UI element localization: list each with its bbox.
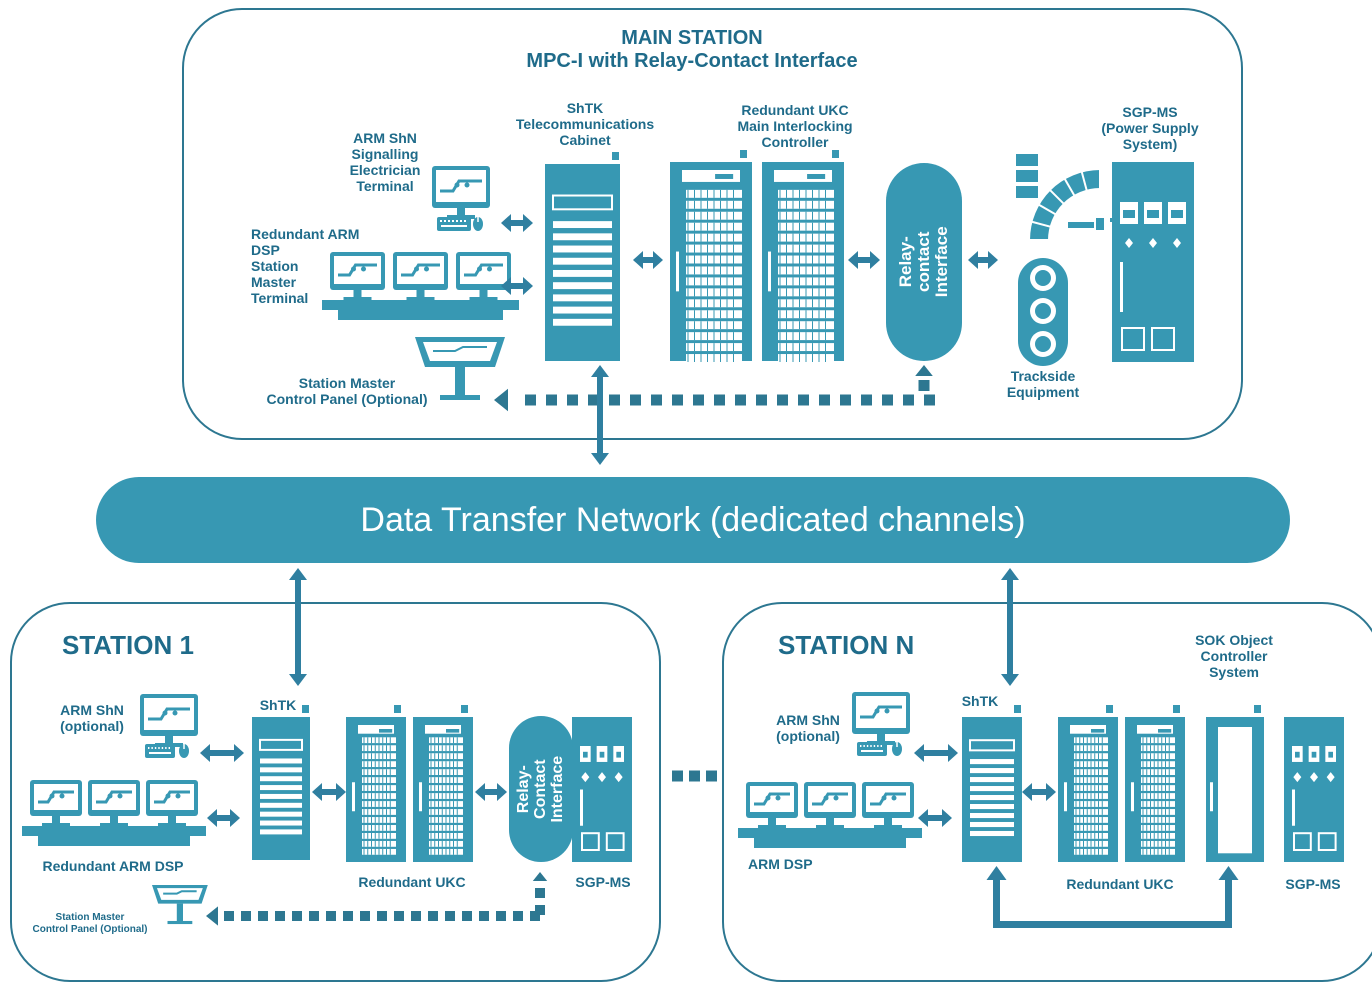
main-arm-shn-monitor-icon	[432, 166, 490, 219]
stationN-arm-shn-label: ARM ShN (optional)	[776, 712, 840, 745]
mouse-icon	[179, 744, 189, 758]
arrow-head	[915, 365, 933, 376]
stationN-shn-arrow	[914, 744, 958, 762]
main-dsp-to-shtk-arrow	[501, 277, 533, 295]
monitor-icon	[393, 252, 448, 301]
main-relay-to-trackside-arrow	[968, 251, 998, 269]
station1-relay-interface: Relay-Contact Interface	[509, 716, 573, 862]
station1-shtk-cabinet-icon	[252, 705, 310, 860]
station1-sgp-label: SGP-MS	[575, 874, 631, 890]
station1-shn-arrow	[200, 744, 244, 762]
monitor-icon	[804, 782, 856, 829]
station1-ukc-a-icon	[346, 705, 406, 862]
main-arm-dsp-icon	[322, 300, 519, 320]
monitor-icon	[330, 252, 385, 301]
stationN-sgp-label: SGP-MS	[1285, 876, 1341, 892]
traffic-light-icon	[1018, 258, 1068, 366]
mouse-icon	[892, 742, 902, 756]
main-arm-shn-label: ARM ShN Signalling Electrician Terminal	[349, 130, 421, 195]
stationN-arm-dsp-label: ARM DSP	[748, 856, 813, 872]
station1-relay-label: Relay-Contact Interface	[514, 755, 566, 823]
keyboard-icon	[437, 217, 471, 231]
stationN-sgp-icon	[1284, 717, 1344, 862]
monitor-icon	[862, 782, 914, 829]
station1-arm-dsp-label: Redundant ARM DSP	[42, 858, 184, 874]
data-transfer-network: Data Transfer Network (dedicated channel…	[96, 477, 1290, 563]
control-panel-icon	[415, 337, 505, 400]
arrow-head	[206, 906, 218, 926]
stationN-ukc-label: Redundant UKC	[1066, 876, 1174, 892]
stationN-shtk-to-ukc-arrow	[1022, 783, 1056, 801]
main-ukc-b-icon	[762, 150, 844, 362]
stationN-sok-label: SOK Object Controller System	[1195, 632, 1273, 681]
main-shtk-label: ShTK Telecommunications Cabinet	[515, 100, 655, 149]
main-sgp-icon	[1112, 162, 1194, 362]
station1-ukc-label: Redundant UKC	[358, 874, 466, 890]
stationN-shtk-cabinet-icon	[962, 705, 1022, 862]
dashed-connection	[918, 380, 930, 391]
network-label: Data Transfer Network (dedicated channel…	[360, 500, 1026, 539]
station1-arm-shn-label: ARM ShN (optional)	[60, 702, 124, 735]
station1-control-panel-label: Station Master Control Panel (Optional)	[32, 912, 148, 935]
monitor-icon	[746, 782, 798, 829]
main-arm-dsp-label: Redundant ARM DSP Station Master Termina…	[251, 226, 360, 307]
monitor-icon	[456, 252, 511, 301]
station1-shtk-to-ukc-arrow	[312, 783, 346, 801]
monitor-icon	[88, 780, 140, 827]
sok-cabinet-icon	[1206, 705, 1264, 862]
stationN-shtk-sok-link	[986, 866, 1239, 928]
main-trackside-label: Trackside Equipment	[1006, 368, 1080, 401]
main-station-frame	[182, 8, 1243, 440]
stationN-ukc-b-icon	[1125, 705, 1185, 862]
stationN-ukc-a-icon	[1058, 705, 1118, 862]
stationN-arm-shn-monitor-icon	[852, 692, 910, 745]
main-ukc-label: Redundant UKC Main Interlocking Controll…	[737, 102, 853, 151]
station1-ukc-b-icon	[413, 705, 473, 862]
main-relay-label: Relay-contact Interface	[896, 226, 951, 298]
station1-shtk-label: ShTK	[259, 697, 297, 713]
main-ukc-to-relay-arrow	[848, 251, 880, 269]
main-sgp-label: SGP-MS (Power Supply System)	[1101, 104, 1199, 153]
stationN-dsp-arrow	[918, 809, 952, 827]
station1-title: STATION 1	[62, 630, 194, 660]
station1-sgp-icon	[572, 717, 632, 862]
main-station-title: MAIN STATION	[621, 27, 763, 49]
main-shtk-cabinet-icon	[545, 152, 620, 361]
dashed-connection	[535, 888, 545, 915]
monitor-icon	[146, 780, 198, 827]
main-ukc-a-icon	[670, 150, 752, 362]
main-station-subtitle: MPC-I with Relay-Contact Interface	[526, 50, 858, 72]
stationN-arm-dsp-icon	[738, 828, 922, 848]
network-to-stationN-arrow	[1001, 568, 1019, 686]
network-to-station1-arrow	[289, 568, 307, 686]
keyboard-icon	[145, 744, 175, 758]
stationN-shtk-label: ShTK	[961, 693, 999, 709]
station1-arm-dsp-icon	[22, 826, 206, 846]
dashed-connection	[525, 394, 935, 406]
station1-ukc-to-relay-arrow	[475, 783, 507, 801]
arrow-head	[494, 388, 508, 412]
stationN-title: STATION N	[778, 630, 915, 660]
station1-arm-shn-monitor-icon	[140, 694, 198, 747]
station1-dsp-arrow	[207, 809, 240, 827]
arrow-head	[532, 872, 548, 881]
control-panel-icon	[152, 885, 208, 925]
mouse-icon	[473, 217, 483, 231]
main-shn-to-shtk-arrow	[501, 214, 533, 232]
main-shtk-to-ukc-arrow	[633, 251, 663, 269]
monitor-icon	[30, 780, 82, 827]
dashed-connection	[224, 911, 540, 921]
main-shtk-to-network-arrow	[591, 365, 609, 465]
dashed-connection	[672, 770, 717, 782]
main-relay-interface: Relay-contact Interface	[886, 163, 962, 361]
track-switch-icon	[1016, 154, 1114, 241]
keyboard-icon	[857, 742, 887, 756]
main-control-panel-label: Station Master Control Panel (Optional)	[266, 375, 428, 408]
